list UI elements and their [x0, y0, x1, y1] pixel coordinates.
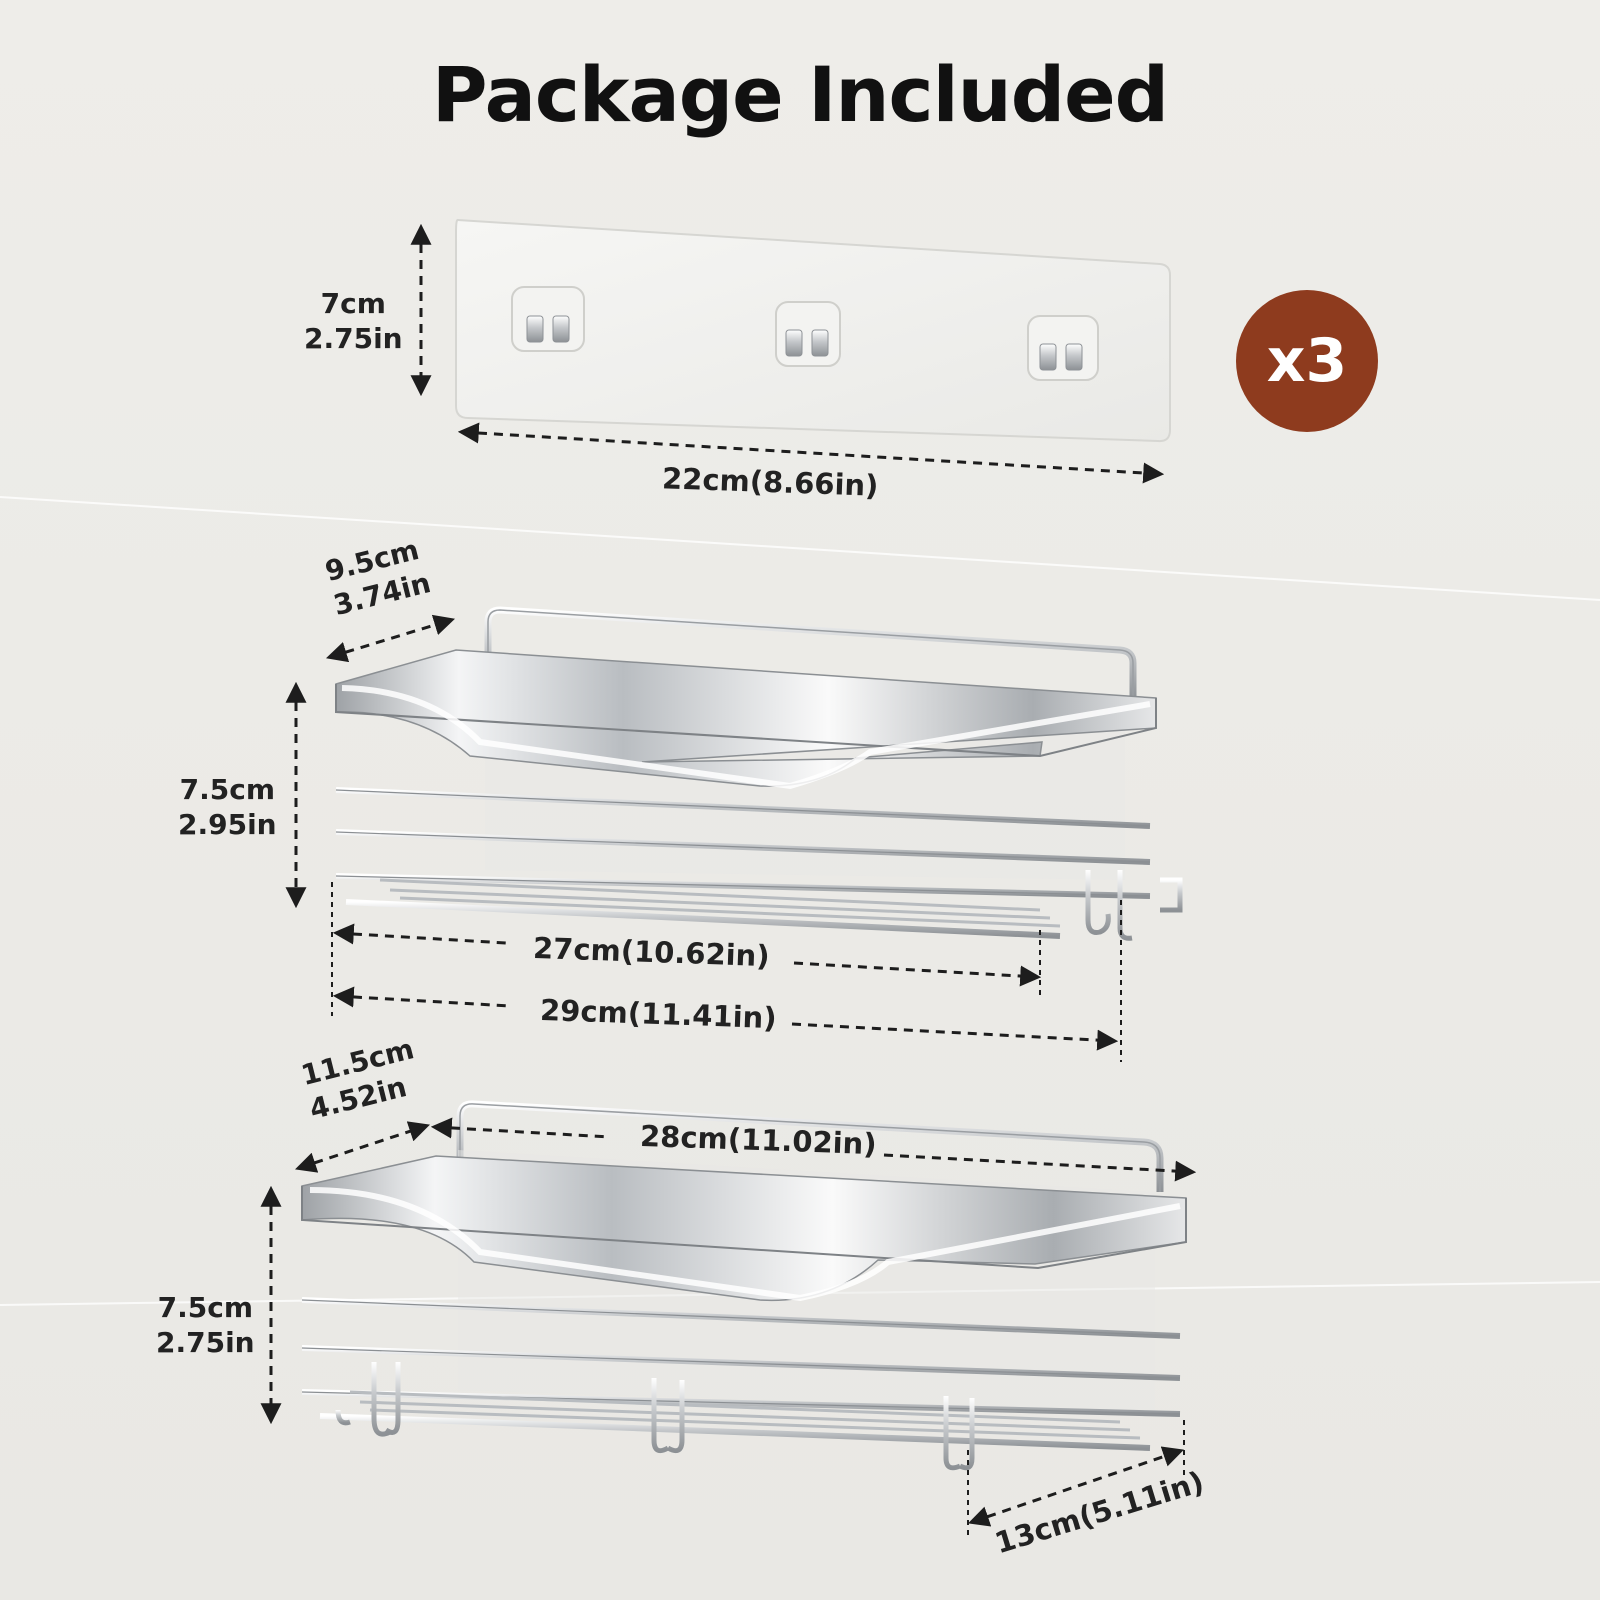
strip-height-cm: 7cm [320, 287, 386, 320]
large-shelf [301, 1100, 1187, 1471]
small-shelf-inner-length-label: 27cm(10.62in) [532, 930, 771, 974]
adhesive-hook-left [511, 286, 585, 352]
page-title: Package Included [431, 50, 1169, 139]
small-shelf [335, 606, 1183, 941]
large-shelf-height-in: 2.75in [156, 1326, 255, 1359]
strip-dimension-lines [410, 223, 1165, 484]
large-shelf-length-label: 28cm(11.02in) [639, 1118, 878, 1162]
adhesive-strip [455, 218, 1171, 443]
large-shelf-height-cm: 7.5cm [157, 1291, 253, 1324]
adhesive-hook-center [775, 301, 841, 367]
small-shelf-height-in: 2.95in [178, 808, 277, 841]
adhesive-hook-right [1027, 315, 1099, 381]
large-shelf-dimension-lines [260, 1117, 1197, 1540]
small-shelf-height-cm: 7.5cm [179, 773, 275, 806]
small-shelf-dimension-lines [285, 614, 1122, 1062]
strip-width-label: 22cm(8.66in) [661, 461, 879, 503]
strip-height-in: 2.75in [304, 322, 403, 355]
strip-height-label: 7cm 2.75in [304, 286, 403, 356]
large-shelf-height-label: 7.5cm 2.75in [156, 1290, 255, 1360]
small-shelf-total-length-label: 29cm(11.41in) [539, 992, 778, 1036]
small-shelf-height-label: 7.5cm 2.95in [178, 772, 277, 842]
quantity-badge: x3 [1236, 290, 1378, 432]
